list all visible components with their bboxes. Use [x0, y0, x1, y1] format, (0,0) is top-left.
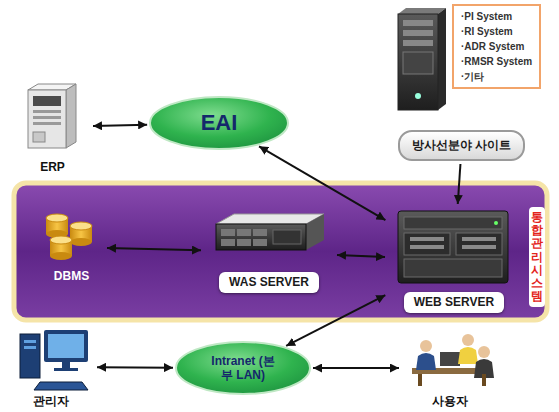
node-label: DBMS	[54, 269, 89, 283]
server-label: WAS SERVER	[219, 272, 319, 293]
intranet-ellipse: Intranet (본부 LAN)	[174, 340, 312, 396]
admin-node: 관리자	[8, 326, 94, 408]
erp-node: ERP	[15, 80, 90, 174]
integrated-system-band: 통합관리시스템 DBMS WAS SERVER WEB SERVER	[14, 183, 547, 320]
was-server-icon	[216, 214, 324, 250]
list-item: ·RMSR System	[461, 54, 532, 69]
list-item: ·RI System	[461, 24, 513, 39]
web-server-icon	[398, 211, 508, 283]
connector-arrow	[97, 366, 173, 368]
users-node: 사용자	[402, 328, 497, 408]
connector-arrow	[259, 146, 385, 220]
ellipse-label: EAI	[201, 110, 238, 136]
admin-computer-icon	[20, 330, 88, 390]
connector-arrow	[93, 125, 147, 126]
list-item: ·ADR System	[461, 39, 524, 54]
vertical-title: 통합관리시스템	[529, 207, 545, 307]
list-item: ·기타	[461, 69, 484, 84]
web-server-node: WEB SERVER	[388, 207, 520, 313]
connector-arrow	[458, 164, 461, 204]
database-icon	[46, 214, 92, 260]
connector-arrow	[286, 295, 385, 346]
site-pill: 방사선분야 사이트	[398, 130, 525, 161]
system-list-box: ·PI System·RI System·ADR System·RMSR Sys…	[452, 4, 541, 89]
node-label: 사용자	[432, 394, 468, 408]
system-band	[14, 183, 547, 320]
connector-arrow	[337, 255, 385, 257]
pill-label: 방사선분야 사이트	[412, 137, 511, 154]
connector-arrow	[313, 367, 399, 369]
connector-arrow	[107, 248, 201, 250]
dbms-node: DBMS	[39, 211, 104, 283]
users-icon	[412, 334, 494, 386]
node-label: ERP	[40, 160, 65, 174]
erp-server-icon	[28, 84, 76, 148]
site-server-icon	[398, 8, 446, 110]
node-label: 관리자	[33, 394, 69, 408]
was-server-node: WAS SERVER	[204, 211, 334, 293]
ellipse-label: Intranet (본부 LAN)	[207, 354, 279, 383]
server-label: WEB SERVER	[404, 292, 504, 313]
list-item: ·PI System	[461, 9, 512, 24]
eai-ellipse: EAI	[148, 95, 290, 151]
